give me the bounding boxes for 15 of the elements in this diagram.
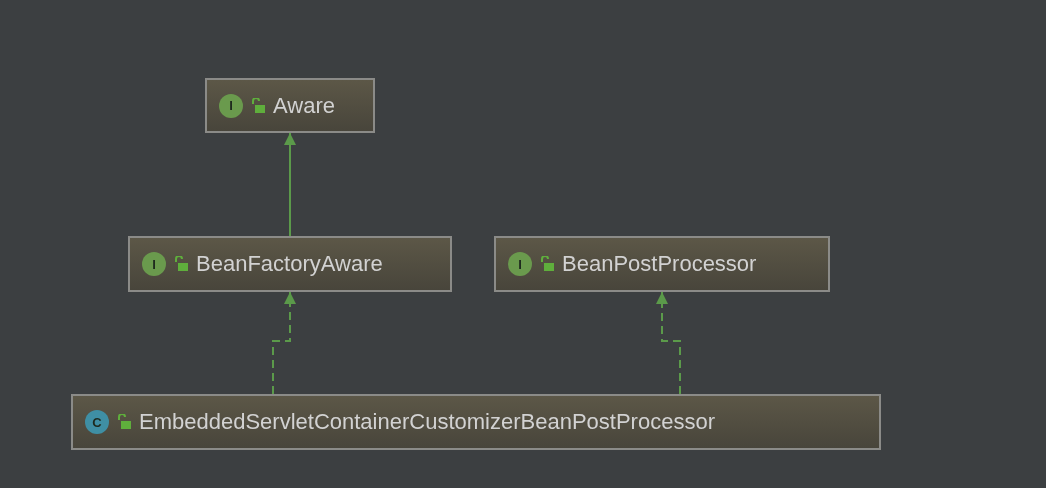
inheritance-arrow	[284, 132, 296, 237]
type-badge: C	[85, 410, 109, 434]
type-badge: I	[219, 93, 243, 118]
class-name: Aware	[273, 92, 335, 119]
class-name: BeanFactoryAware	[196, 251, 383, 277]
type-badge: I	[508, 252, 532, 276]
type-badge: I	[142, 252, 166, 276]
class-name: BeanPostProcessor	[562, 251, 757, 277]
class-box	[205, 78, 375, 133]
class-box	[71, 394, 881, 450]
inheritance-arrow	[272, 291, 296, 395]
class-box	[128, 236, 452, 292]
class-box	[494, 236, 830, 292]
inheritance-arrow	[656, 291, 681, 395]
class-name: EmbeddedServletContainerCustomizerBeanPostProcessor	[139, 409, 715, 435]
